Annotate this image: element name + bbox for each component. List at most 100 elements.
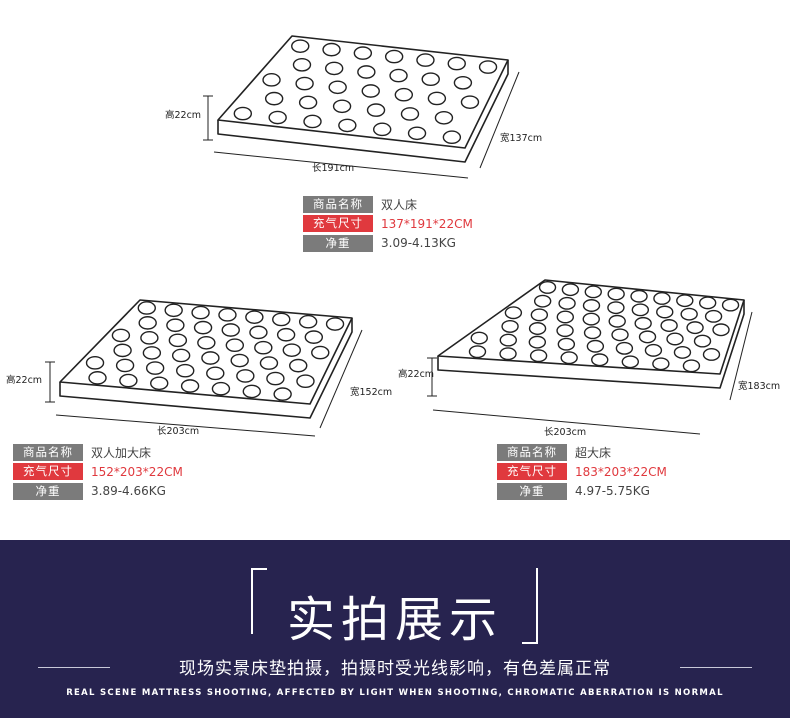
mattress-double xyxy=(217,35,509,163)
mattress-double-air-coil xyxy=(434,110,454,125)
mattress-king-air-coil xyxy=(558,296,576,310)
mattress-double-plus-air-coil xyxy=(311,345,330,360)
mattress-king-air-coil xyxy=(644,343,663,357)
mattress-double-air-coil xyxy=(407,126,427,141)
mattress-king-air-coil xyxy=(611,328,629,342)
mattress-double-plus-air-coil xyxy=(111,328,131,343)
mattress-double-side xyxy=(217,60,509,163)
spec-row-weight: 净重 3.89-4.66KG xyxy=(13,482,183,500)
mattress-king-air-coil xyxy=(607,287,625,301)
mattress-king-air-coil xyxy=(673,345,692,359)
spec-row-name: 商品名称 超大床 xyxy=(497,443,667,461)
spec-table-double-plus: 商品名称 双人加大床 充气尺寸 152*203*22CM 净重 3.89-4.6… xyxy=(13,443,183,502)
mattress-double-plus-air-coil xyxy=(113,343,132,358)
mattress-double-plus-air-coil xyxy=(115,358,135,373)
mattress-double-plus-air-coil xyxy=(304,330,324,344)
weight-label: 净重 xyxy=(303,234,373,252)
mattress-king-air-coil xyxy=(468,345,487,359)
mattress-double-air-coil xyxy=(372,122,392,137)
mattress-double-plus-air-coil xyxy=(249,325,268,340)
mattress-king-air-coil xyxy=(693,334,712,348)
mattress-double-top xyxy=(217,35,509,149)
mattress-double-plus-air-coil xyxy=(298,314,318,329)
name-value: 双人加大床 xyxy=(91,445,152,460)
mattress-double-plus-air-coil xyxy=(119,373,138,388)
mattress-king-air-coil xyxy=(504,306,523,320)
mattress-double-air-coil xyxy=(400,107,420,121)
mattress-double-plus-air-coil xyxy=(197,335,216,350)
mattress-king-air-coil xyxy=(702,348,721,361)
mattress-king-air-coil xyxy=(499,333,517,347)
mattress-king-air-coil xyxy=(533,294,552,308)
mattress-king-air-coil xyxy=(582,312,600,326)
spec-row-name: 商品名称 双人床 xyxy=(303,195,473,213)
dim-line-width-1 xyxy=(479,71,520,169)
mattress-king-air-coil xyxy=(686,321,704,335)
mattress-double-plus-air-coil xyxy=(138,316,157,330)
mattress-double-air-coil xyxy=(264,91,284,106)
mattress-double-air-coil xyxy=(394,87,414,102)
size-value: 137*191*22CM xyxy=(381,216,473,231)
mattress-double-air-coil xyxy=(384,49,404,64)
weight-value: 3.89-4.66KG xyxy=(91,484,166,498)
mattress-king-air-coil xyxy=(634,316,652,330)
mattress-king-air-coil xyxy=(680,307,698,321)
mattress-2-width-label: 宽152cm xyxy=(350,387,393,398)
mattress-king-air-coil xyxy=(630,289,648,303)
mattress-double-plus-air-coil xyxy=(137,301,156,315)
banner-subtitle: 现场实景床垫拍摄，拍摄时受光线影响，有色差属正常 xyxy=(179,659,611,679)
mattress-king-air-coil xyxy=(660,319,678,332)
mattress-double-air-coil xyxy=(295,76,314,91)
mattress-3-width-label: 宽183cm xyxy=(738,381,781,392)
mattress-double-plus-air-coil xyxy=(168,333,188,348)
mattress-king-air-coil xyxy=(615,341,634,355)
mattress-king-air-coil xyxy=(528,322,547,335)
size-label: 充气尺寸 xyxy=(13,463,83,480)
mattress-king-air-coil xyxy=(557,337,576,351)
mattress-double-plus xyxy=(59,299,353,419)
mattress-double-plus-air-coil xyxy=(236,369,255,383)
mattress-double-air-coil xyxy=(322,42,341,57)
mattress-3-height-label: 高22cm xyxy=(398,369,435,380)
title-frame-right xyxy=(522,568,538,644)
banner-english-caption: REAL SCENE MATTRESS SHOOTING, AFFECTED B… xyxy=(66,688,724,698)
mattress-king xyxy=(437,279,745,389)
mattress-king-air-coil xyxy=(666,332,684,346)
mattress-king-air-coil xyxy=(712,323,730,337)
mattress-king-air-coil xyxy=(653,291,671,305)
mattress-double-plus-air-coil xyxy=(254,340,273,355)
name-label: 商品名称 xyxy=(13,443,83,461)
mattress-king-air-coil xyxy=(582,299,601,312)
size-value: 152*203*22CM xyxy=(91,464,183,479)
mattress-king-air-coil xyxy=(560,351,578,365)
name-label: 商品名称 xyxy=(497,443,567,461)
mattress-double-plus-air-coil xyxy=(150,376,169,391)
mattress-1-width-label: 宽137cm xyxy=(500,133,543,144)
mattress-king-air-coil xyxy=(470,331,488,345)
mattress-double-plus-air-coil xyxy=(325,317,345,331)
mattress-double-air-coil xyxy=(328,80,347,95)
dim-line-width-3 xyxy=(729,311,753,401)
mattress-double-plus-air-coil xyxy=(266,371,285,386)
mattress-double-plus-air-coil xyxy=(245,310,264,324)
dim-line-length-3 xyxy=(432,409,701,435)
mattress-double-plus-air-coil xyxy=(193,320,213,335)
weight-label: 净重 xyxy=(497,482,567,500)
mattress-2-length-label: 长203cm xyxy=(157,426,200,437)
mattress-king-air-coil xyxy=(607,301,625,315)
mattress-2-height-label: 高22cm xyxy=(6,375,43,386)
mattress-double-plus-air-coil xyxy=(221,323,240,337)
mattress-double-air-coil xyxy=(357,65,376,79)
mattress-king-air-coil xyxy=(556,324,574,338)
title-frame-left xyxy=(251,568,267,634)
mattress-double-plus-air-coil xyxy=(176,363,195,378)
mattress-double-plus-air-coil xyxy=(145,361,165,375)
mattress-double-air-coil xyxy=(338,118,357,133)
mattress-double-plus-air-coil xyxy=(191,305,210,320)
name-value: 超大床 xyxy=(575,445,612,460)
mattress-double-plus-air-coil xyxy=(166,318,185,333)
mattress-double-plus-air-coil xyxy=(296,374,315,389)
spec-row-size: 充气尺寸 183*203*22CM xyxy=(497,463,667,481)
mattress-king-air-coil xyxy=(538,280,557,294)
subtitle-line-right xyxy=(680,667,752,668)
